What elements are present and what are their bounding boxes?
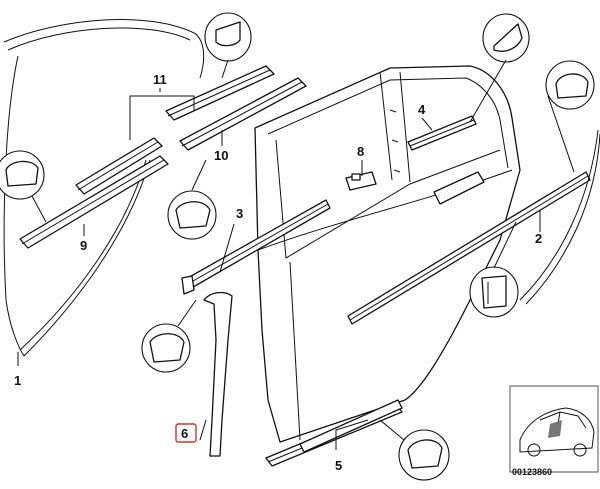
callout-6-highlight <box>175 423 197 443</box>
clip-part-8[interactable] <box>345 171 377 191</box>
leader-lines <box>17 59 575 450</box>
detail-bubble-bottom <box>398 429 450 481</box>
sill-strip-part-5[interactable] <box>265 399 403 467</box>
callout-2: 2 <box>535 231 542 246</box>
door-channel-part-4[interactable] <box>407 115 477 151</box>
detail-bubble-lower-left <box>141 323 191 373</box>
detail-bubble-top-center <box>204 12 252 62</box>
callout-11: 11 <box>153 72 167 87</box>
detail-bubble-top-right <box>482 13 530 63</box>
pillar-seal-part-6[interactable] <box>203 291 233 457</box>
vehicle-reference-thumbnail: 00123860 <box>509 385 599 477</box>
detail-bubble-far-right <box>545 60 595 110</box>
callout-3: 3 <box>236 206 243 221</box>
channel-strip-upper-right[interactable] <box>179 77 307 151</box>
detail-bubble-lower-center <box>469 266 519 318</box>
callout-5: 5 <box>335 458 342 473</box>
door-handle-recess[interactable] <box>433 171 485 205</box>
door-molding-part-2[interactable] <box>347 171 591 325</box>
rear-door-frame[interactable] <box>254 65 521 443</box>
channel-strip-part-9[interactable] <box>19 155 169 249</box>
callout-8: 8 <box>357 144 364 159</box>
callout-4: 4 <box>418 102 426 117</box>
callout-10: 10 <box>214 148 228 163</box>
window-seal-part-1[interactable] <box>3 19 205 357</box>
channel-strip-upper-left[interactable] <box>165 65 275 121</box>
detail-bubble-middle-left <box>167 190 217 240</box>
channel-strip-middle[interactable] <box>75 137 163 195</box>
outer-seal-strip-right[interactable] <box>519 129 600 305</box>
callout-1: 1 <box>14 373 21 388</box>
callout-6: 6 <box>181 426 188 441</box>
detail-bubble-left <box>0 150 45 200</box>
reference-number: 00123860 <box>512 467 552 477</box>
door-strip-part-3[interactable] <box>181 199 331 295</box>
callout-9: 9 <box>80 238 87 253</box>
